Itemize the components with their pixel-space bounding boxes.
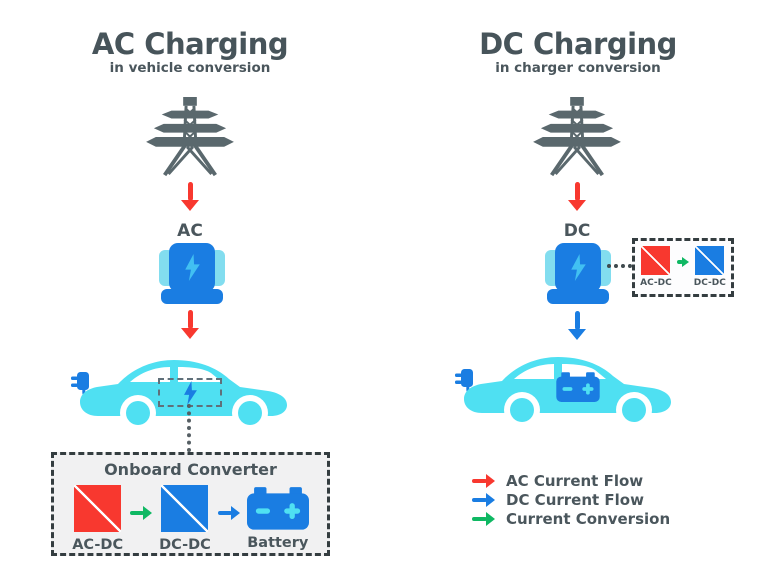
dc-dc-label: DC-DC (159, 537, 211, 553)
battery-label: Battery (247, 535, 309, 551)
lightning-bolt-icon (183, 380, 197, 405)
right-title: DC Charging (479, 27, 677, 61)
blue-right-arrow-icon (217, 506, 240, 520)
charger-converter-panel: AC-DC DC-DC (632, 238, 734, 297)
legend-label: Current Conversion (506, 510, 671, 528)
dc-dc-label: DC-DC (693, 278, 726, 288)
dotted-connector-line (187, 404, 191, 452)
car-icon (71, 360, 287, 431)
dotted-connector-line (607, 264, 632, 268)
station-base (161, 289, 223, 304)
ac-dc-converter-icon (641, 246, 671, 275)
legend-red-arrow-icon (472, 474, 495, 488)
blue-down-arrow-icon (568, 311, 586, 340)
red-down-arrow-icon (568, 182, 586, 211)
dc-source-label: DC (563, 221, 591, 241)
legend-blue-arrow-icon (472, 493, 495, 507)
ac-source-label: AC (177, 221, 203, 241)
lightning-bolt-icon (570, 254, 586, 281)
red-down-arrow-icon (181, 310, 199, 339)
transmission-tower-icon (146, 97, 234, 177)
legend-item-ac: AC Current Flow (472, 472, 670, 490)
charging-station-icon (545, 243, 611, 304)
ac-dc-label: AC-DC (72, 537, 124, 553)
onboard-converter-title: Onboard Converter (104, 460, 277, 479)
left-subtitle: in vehicle conversion (109, 60, 271, 76)
red-down-arrow-icon (181, 182, 199, 211)
battery-icon (246, 487, 309, 530)
legend-item-dc: DC Current Flow (472, 491, 670, 509)
legend-label: AC Current Flow (506, 472, 644, 490)
charging-station-icon (159, 243, 225, 304)
dc-dc-converter-icon (161, 485, 209, 532)
ac-dc-converter-icon (74, 485, 122, 532)
green-right-arrow-icon (676, 257, 689, 267)
right-subtitle: in charger conversion (495, 60, 661, 76)
battery-icon (556, 372, 600, 402)
legend-item-conversion: Current Conversion (472, 510, 671, 528)
station-body (169, 243, 215, 292)
ac-dc-label: AC-DC (640, 278, 672, 288)
legend-green-arrow-icon (472, 512, 495, 526)
transmission-tower-icon (533, 97, 621, 177)
station-base (547, 289, 609, 304)
onboard-converter-outline (158, 378, 222, 407)
lightning-bolt-icon (184, 254, 200, 281)
station-body (555, 243, 601, 292)
left-title: AC Charging (91, 27, 289, 61)
onboard-converter-panel: Onboard Converter AC-DC DC-DC (51, 452, 330, 556)
dc-dc-converter-icon (695, 246, 725, 275)
green-right-arrow-icon (130, 506, 153, 520)
legend: AC Current Flow DC Current Flow Current … (472, 472, 671, 528)
legend-label: DC Current Flow (506, 491, 644, 509)
